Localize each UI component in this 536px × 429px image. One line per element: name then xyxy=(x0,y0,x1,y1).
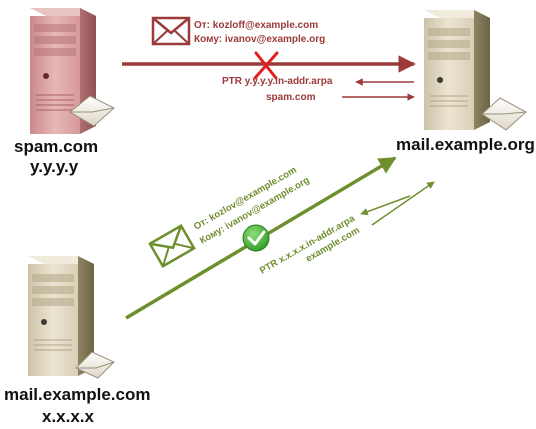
spam-ptr-query: PTR y.y.y.y.in-addr.arpa xyxy=(222,76,333,87)
legit-ptr-answer-arrow xyxy=(371,181,435,226)
envelope-icon xyxy=(481,97,527,131)
legit-ptr-query-arrow xyxy=(360,195,411,216)
legit-server-ip: x.x.x.x xyxy=(42,407,95,426)
legit-server-icon xyxy=(28,256,94,376)
spam-to: Кому: ivanov@example.org xyxy=(194,34,325,45)
legit-envelope-icon xyxy=(148,224,196,268)
legit-server-name: mail.example.com xyxy=(4,385,150,404)
spam-server-ip: y.y.y.y xyxy=(30,157,79,176)
target-server-icon xyxy=(424,10,490,130)
envelope-icon xyxy=(75,351,115,379)
cross-icon xyxy=(253,51,279,80)
envelope-icon xyxy=(69,95,115,127)
spam-ptr-answer: spam.com xyxy=(266,92,316,103)
check-icon xyxy=(242,224,270,252)
target-server-name: mail.example.org xyxy=(396,135,535,154)
spam-envelope-icon xyxy=(151,16,191,46)
spam-from: От: kozloff@example.com xyxy=(194,20,318,31)
spam-server-name: spam.com xyxy=(14,137,98,156)
